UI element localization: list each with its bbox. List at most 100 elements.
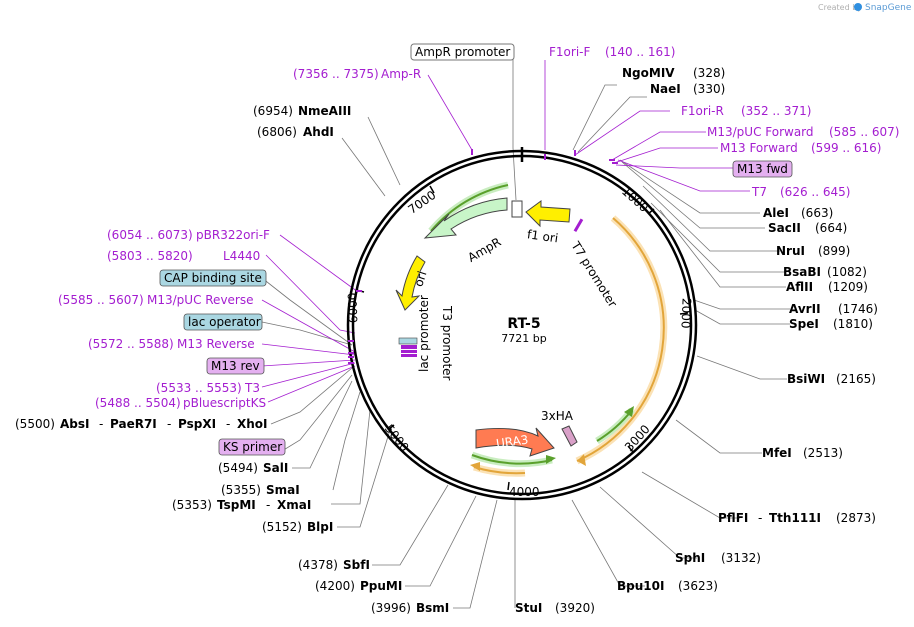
enzyme-alei-pos: (663)	[801, 206, 833, 220]
primer-f1ori-f-name: F1ori-F	[549, 45, 590, 59]
enzyme-mfei-pos: (2513)	[803, 446, 843, 460]
enzyme-sbfi-label: (4378) SbfI	[298, 558, 370, 572]
enzyme-tspmi-sep: -	[266, 498, 270, 512]
t7-promoter-label: T7 promoter	[568, 238, 620, 309]
primer-m13-reverse-range: (5572 .. 5588)	[88, 337, 174, 351]
leader-lines	[261, 59, 790, 609]
t3-promoter-label: T3 promoter	[440, 305, 454, 381]
ks-primer-label: KS primer	[223, 440, 282, 454]
m13-fwd-label: M13 fwd	[737, 162, 788, 176]
enzyme-spei-pos: (1810)	[833, 317, 873, 331]
enzyme-pflfi-tth111i-label: PflFI - Tth111I (2873)	[718, 511, 876, 525]
enzyme-ngomiv-name: NgoMIV	[622, 66, 675, 80]
enzyme-alei-name: AleI	[763, 206, 789, 220]
enzyme-stui-name: StuI	[515, 601, 542, 615]
primer-l4440-label: (5803 .. 5820) L4440	[107, 249, 260, 263]
orange-feature-arc	[576, 217, 665, 462]
ori-label: ori	[411, 269, 429, 288]
ampr-feature-arrow	[423, 197, 508, 239]
primer-f1ori-r-name: F1ori-R	[681, 104, 724, 118]
enzyme-aflii-label: AflII (1209)	[786, 280, 868, 294]
primer-t3-name: T3	[244, 381, 260, 395]
enzyme-bsabi-name: BsaBI	[783, 265, 821, 279]
primer-f1ori-f-label: F1ori-F (140 .. 161)	[549, 45, 675, 59]
primer-m13-reverse-label: (5572 .. 5588) M13 Reverse	[88, 337, 255, 351]
enzyme-sali-label: (5494) SalI	[218, 461, 288, 475]
primer-m13-puc-reverse-name: M13/pUC Reverse	[147, 293, 254, 307]
primer-pbluescriptks-range: (5488 .. 5504)	[95, 396, 181, 410]
enzyme-bpu10i-name: Bpu10I	[617, 579, 664, 593]
enzyme-blpi-name: BlpI	[307, 520, 333, 534]
t7-promoter-marker	[573, 218, 584, 233]
enzyme-sbfi-name: SbfI	[343, 558, 370, 572]
enzyme-absi-sep2: -	[167, 417, 171, 431]
enzyme-ahdi-pos: (6806)	[257, 125, 297, 139]
ura3-feature-arrow	[475, 427, 555, 457]
enzyme-mfei-label: MfeI (2513)	[762, 446, 843, 460]
enzyme-absi-sep3: -	[226, 417, 230, 431]
primer-m13-puc-forward-range: (585 .. 607)	[829, 125, 899, 139]
enzyme-bpu10i-label: Bpu10I (3623)	[617, 579, 718, 593]
cap-binding-site-marker	[398, 337, 418, 345]
enzyme-avrii-label: AvrII (1746)	[789, 302, 878, 316]
primer-m13-puc-reverse-label: (5585 .. 5607) M13/pUC Reverse	[58, 293, 254, 307]
primer-t7-name: T7	[751, 185, 767, 199]
enzyme-blpi-pos: (5152)	[262, 520, 302, 534]
enzyme-sphi-name: SphI	[675, 551, 705, 565]
enzyme-tspmi-name: TspMI	[217, 498, 256, 512]
enzyme-naei-label: NaeI (330)	[650, 82, 725, 96]
primer-m13-puc-reverse-range: (5585 .. 5607)	[58, 293, 144, 307]
f1-ori-label: f1 ori	[526, 227, 559, 245]
green-feature-arc-top	[430, 184, 509, 232]
enzyme-naei-name: NaeI	[650, 82, 681, 96]
ks-primer-box	[218, 438, 286, 456]
primer-amp-r-range: (7356 .. 7375)	[293, 67, 379, 81]
primer-m13-puc-forward-label: M13/pUC Forward (585 .. 607)	[707, 125, 899, 139]
3xha-feature-arrow	[561, 425, 578, 447]
enzyme-bsmi-pos: (3996)	[371, 601, 411, 615]
ura3-label: URA3	[495, 432, 529, 450]
lac-operator-label: lac operator	[188, 315, 261, 329]
enzyme-pflfi-sep: -	[758, 511, 762, 525]
primer-m13-forward-label: M13 Forward (599 .. 616)	[720, 141, 881, 155]
3xha-label: 3xHA	[541, 409, 574, 423]
primer-amp-r-name: Amp-R	[381, 67, 421, 81]
enzyme-nrui-pos: (899)	[818, 244, 850, 258]
enzyme-bsiwi-name: BsiWI	[787, 372, 825, 386]
plasmid-length: 7721 bp	[501, 332, 546, 345]
primer-pbr322ori-f-range: (6054 .. 6073)	[107, 228, 193, 242]
tick-label-4000: 4000	[509, 485, 540, 499]
enzyme-sali-pos: (5494)	[218, 461, 258, 475]
primer-f1ori-r-range: (352 .. 371)	[741, 104, 811, 118]
primer-t7-label: T7 (626 .. 645)	[751, 185, 850, 199]
enzyme-smai-name: SmaI	[266, 483, 300, 497]
green-feature-arc-bottom	[471, 454, 553, 465]
cap-binding-site-label: CAP binding site	[164, 271, 262, 285]
primer-leader-lines	[261, 60, 750, 403]
enzyme-spei-label: SpeI (1810)	[789, 317, 873, 331]
m13-rev-label: M13 rev	[211, 359, 260, 373]
ori-feature-arrow	[395, 255, 426, 311]
enzyme-absi-sep1: -	[99, 417, 103, 431]
lac-operator-box	[183, 313, 263, 331]
enzyme-sali-name: SalI	[263, 461, 288, 475]
enzyme-blpi-label: (5152) BlpI	[262, 520, 333, 534]
enzyme-sphi-pos: (3132)	[721, 551, 761, 565]
primer-m13-forward-range: (599 .. 616)	[811, 141, 881, 155]
ampr-promoter-label: AmpR promoter	[415, 45, 510, 59]
orange-feature-arrowhead	[577, 454, 586, 466]
enzyme-bsiwi-label: BsiWI (2165)	[787, 372, 876, 386]
snapgene-brand: SnapGene	[865, 3, 912, 13]
enzyme-mfei-name: MfeI	[762, 446, 792, 460]
created-by-text: Created by	[818, 3, 862, 12]
enzyme-ngomiv-pos: (328)	[693, 66, 725, 80]
enzyme-tth111i-name: Tth111I	[769, 511, 821, 525]
enzyme-pflfi-name: PflFI	[718, 511, 748, 525]
enzyme-pspxi-name: PspXI	[178, 417, 216, 431]
enzyme-absi-group-label: (5500) AbsI - PaeR7I - PspXI - XhoI	[15, 417, 268, 431]
enzyme-sacii-label: SacII (664)	[768, 221, 847, 235]
primer-l4440-name: L4440	[223, 249, 260, 263]
primer-f1ori-r-label: F1ori-R (352 .. 371)	[681, 104, 811, 118]
enzyme-ppumi-label: (4200) PpuMI	[315, 579, 402, 593]
enzyme-nmeaiii-name: NmeAIII	[298, 104, 351, 118]
